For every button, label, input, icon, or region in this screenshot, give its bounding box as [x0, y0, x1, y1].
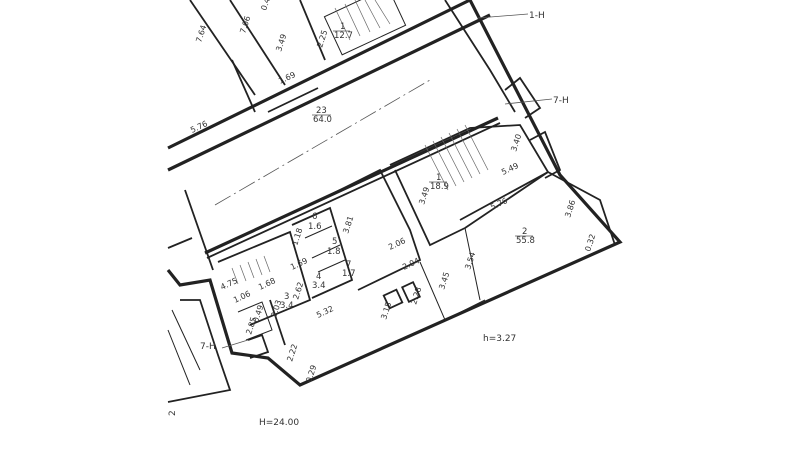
- dimension-label: 3.49: [417, 186, 431, 206]
- dimension-label: 3.49: [274, 33, 288, 53]
- dimension-label: 3.40: [509, 133, 523, 153]
- room-area: 1.7: [342, 269, 356, 279]
- stair-right: [389, 124, 550, 247]
- room-number: 7: [346, 260, 351, 270]
- dimension-label: 1.69: [289, 256, 309, 272]
- ceiling-height-note: h=3.27: [483, 334, 516, 344]
- dimension-label: 0.47: [259, 0, 273, 12]
- dimension-label: 4.75: [219, 276, 239, 292]
- room-number: 5: [332, 237, 337, 247]
- stair-top: [323, 0, 407, 56]
- room-labels: 1 12.7 23 64.0 1 18.9 2 55.8 6 1.6 5 1.8…: [280, 22, 535, 311]
- room-2-walls: [464, 170, 616, 301]
- dimension-label: 3.15: [379, 301, 393, 321]
- axis-label: 1-H: [529, 11, 545, 21]
- axis-label: 7-H: [553, 96, 569, 106]
- room-area: 55.8: [516, 236, 535, 246]
- dimension-label: 3.86: [563, 199, 577, 219]
- dimension-label: 1.68: [257, 276, 277, 292]
- room-number: 3: [284, 292, 289, 302]
- room-number: 6: [312, 212, 317, 222]
- dimension-label: 2.04: [401, 256, 421, 272]
- dimension-label: 1.69: [277, 70, 297, 86]
- dimension-label: 2.62: [291, 281, 305, 301]
- level-mark: H=24.00: [259, 418, 299, 428]
- room-area: 1.6: [308, 222, 322, 232]
- edge-mark: 2: [168, 410, 178, 416]
- dimension-label: 1.06: [232, 289, 252, 305]
- room-area: 18.9: [430, 182, 449, 192]
- room-number: 23: [316, 106, 327, 116]
- dimension-label: 2.28: [409, 286, 423, 306]
- room-area: 3.4: [280, 301, 294, 311]
- dimension-label: 2.06: [387, 236, 407, 252]
- axis-label: 7-H: [200, 342, 216, 352]
- dimension-label: 7.64: [194, 24, 208, 44]
- dimension-label: 0.49: [251, 304, 265, 324]
- dimension-label: 3.45: [437, 271, 451, 291]
- dimension-label: 3.81: [341, 215, 355, 235]
- room-number: 1: [340, 22, 345, 32]
- dimension-label: 0.32: [583, 233, 597, 253]
- room-area: 3.4: [312, 281, 326, 291]
- room-area: 1.8: [327, 247, 341, 257]
- outer-walls: [166, 0, 623, 403]
- inner-block: [217, 168, 486, 359]
- room-number: 1: [436, 173, 441, 183]
- room-number: 2: [522, 227, 527, 237]
- corridor: [204, 79, 501, 259]
- room-area: 12.7: [334, 31, 353, 41]
- dimension-labels: 7.64 7.06 0.47 3.49 2.25 1.69 5.76 3.40 …: [189, 0, 597, 384]
- dimension-label: 3.54: [463, 251, 477, 271]
- dimension-label: 5.49: [500, 161, 520, 177]
- dimension-label: 2.22: [285, 343, 299, 363]
- axis-markers: 1-H 7-H 7-H: [200, 11, 569, 352]
- dimension-label: 5.32: [315, 304, 335, 320]
- dimension-label: 0.29: [304, 364, 318, 384]
- room-area: 64.0: [313, 115, 332, 125]
- dimension-label: 5.76: [489, 196, 509, 212]
- room-number: 4: [316, 272, 321, 282]
- dimension-label: 1.18: [290, 227, 304, 247]
- dimension-label: 2.25: [315, 29, 329, 49]
- plan-notes: h=3.27 H=24.00 2: [168, 334, 516, 428]
